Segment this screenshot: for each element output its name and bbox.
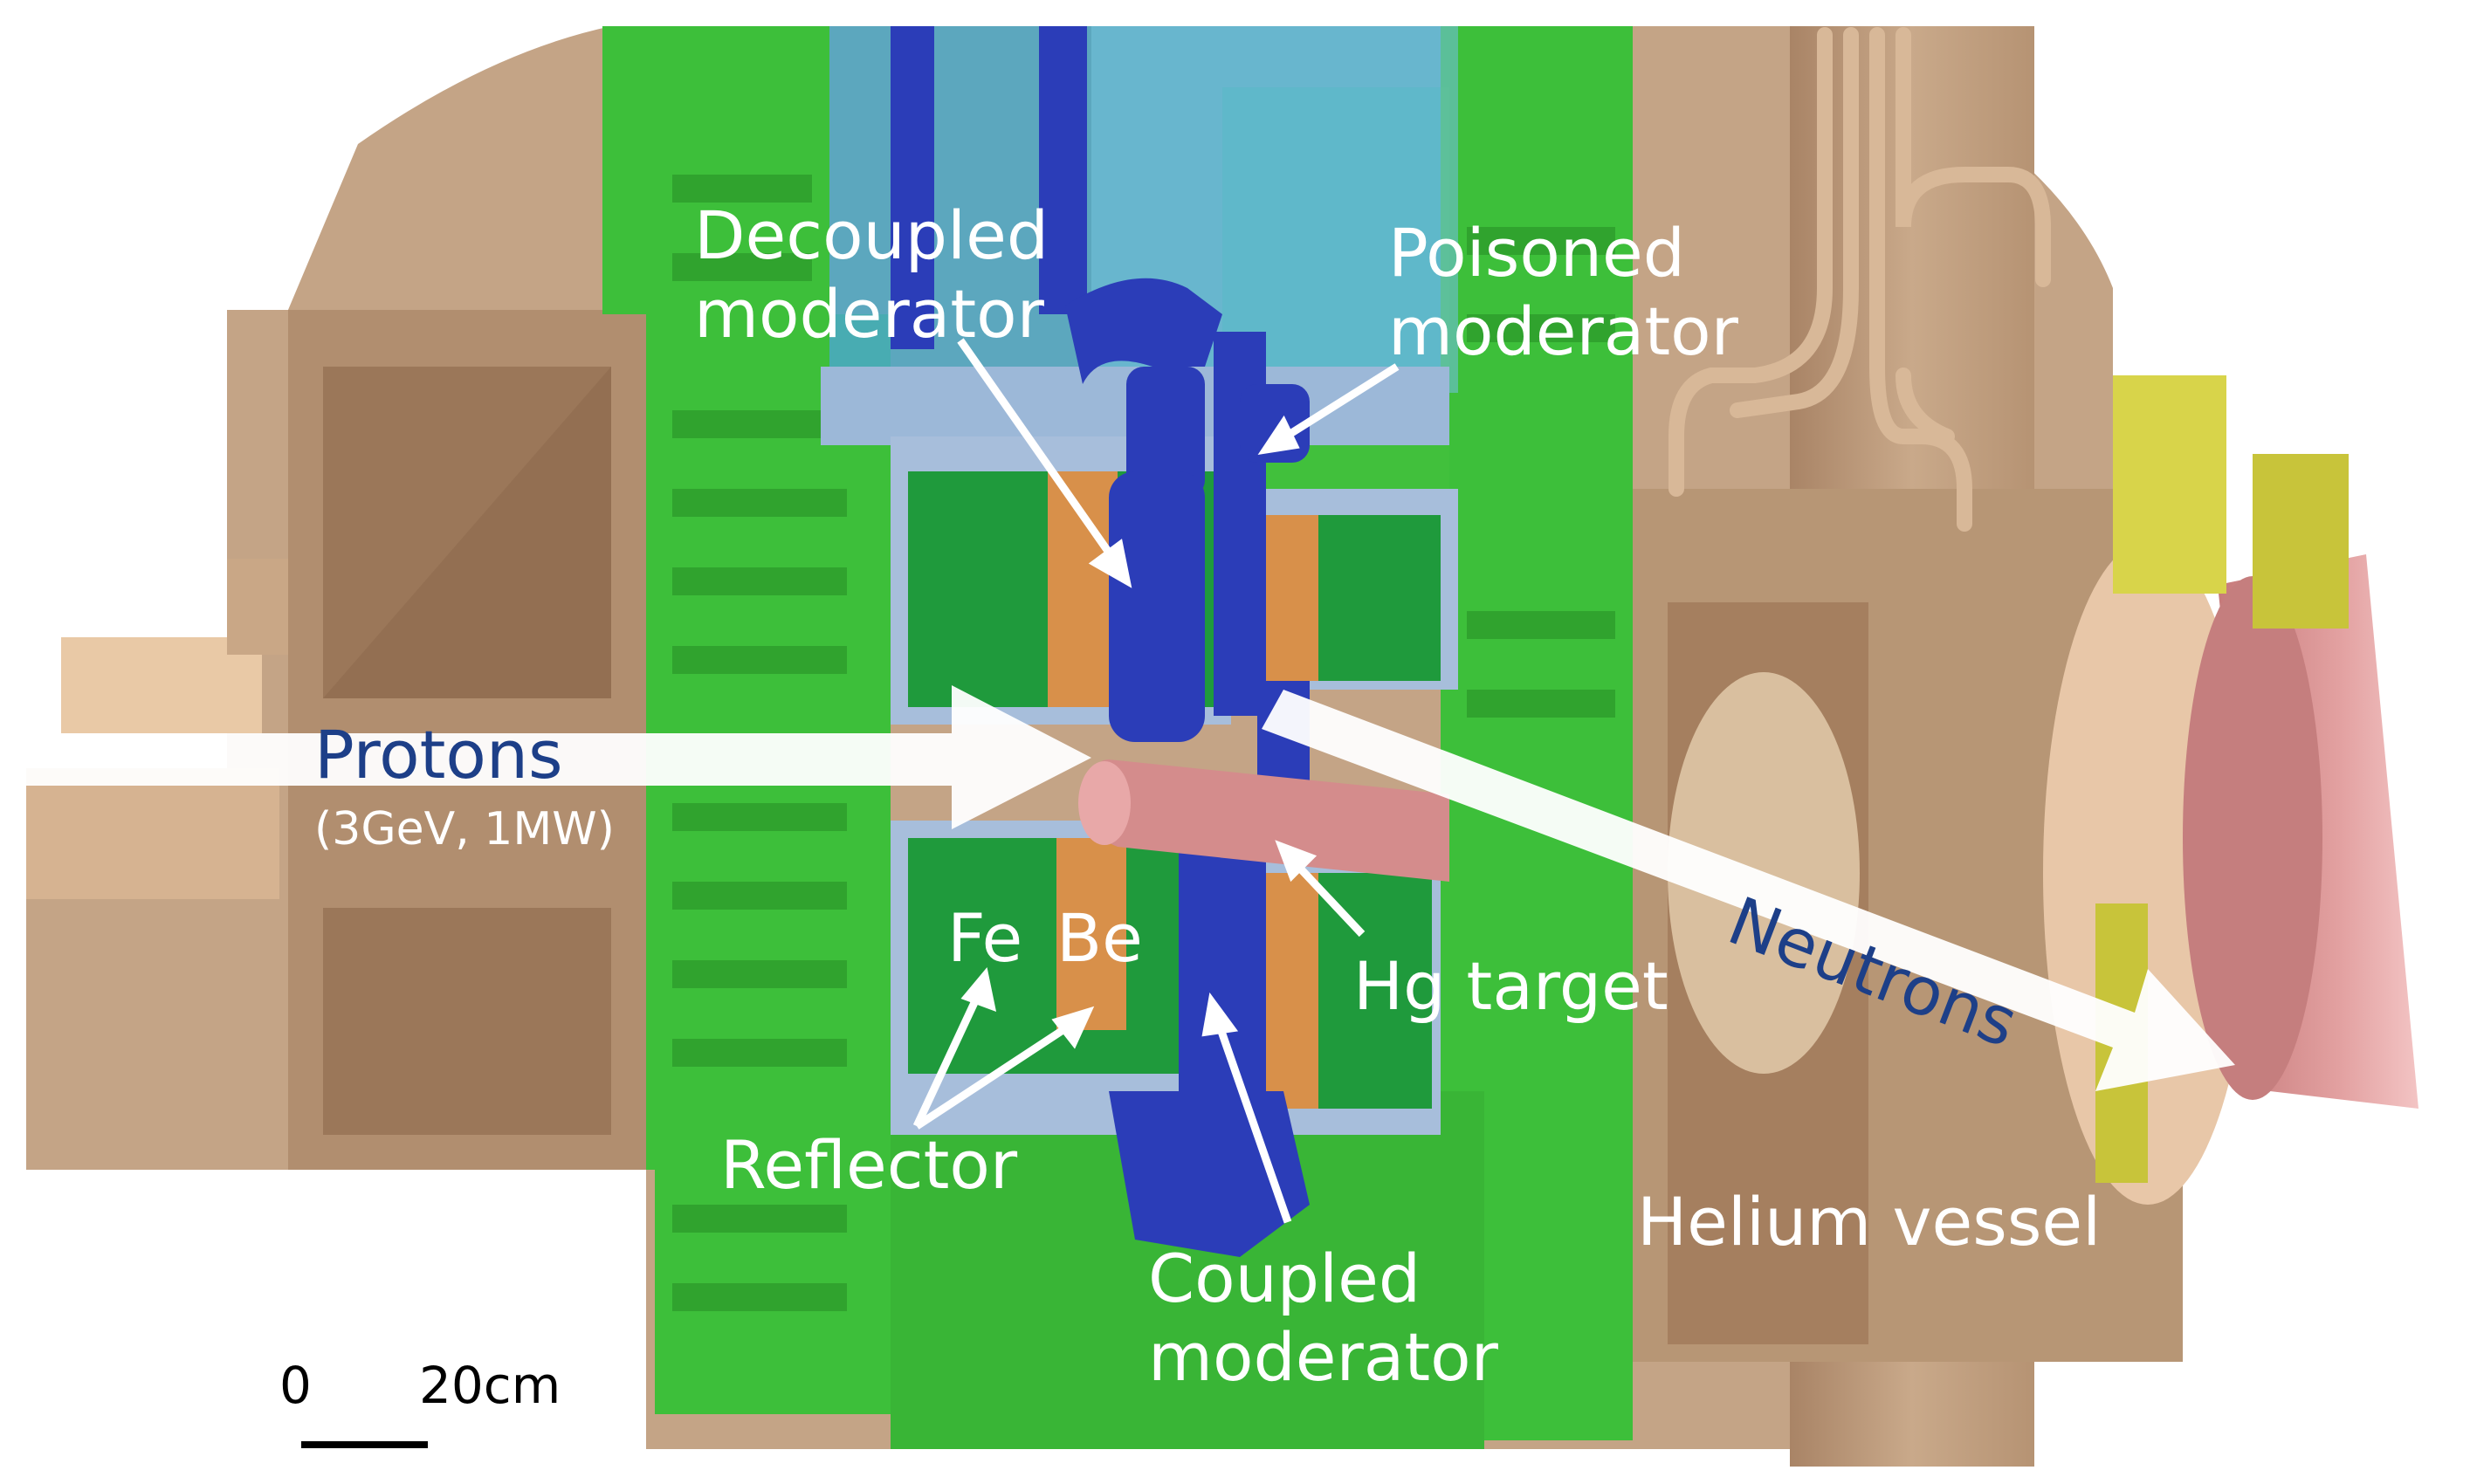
hg-target-shape: [1078, 759, 1449, 882]
label-poisoned: Poisoned moderator: [1388, 214, 1755, 371]
coolant-pipes: [1668, 27, 2051, 532]
coupled-moderator-label: Coupled moderator: [1148, 1240, 1498, 1396]
protons-label: Protons: [314, 716, 563, 794]
scale-end-label: 20cm: [419, 1356, 561, 1415]
scale-start-label: 0: [279, 1356, 312, 1415]
helium-vessel-label: Helium vessel: [1637, 1183, 2102, 1261]
be-label: Be: [1056, 899, 1143, 977]
hg-target-label: Hg target: [1353, 947, 1668, 1025]
fe-label: Fe: [947, 899, 1023, 977]
label-coupled: Coupled moderator: [1148, 1240, 1515, 1397]
protons-spec-label: (3GeV, 1MW): [314, 803, 615, 855]
poisoned-moderator-label: Poisoned moderator: [1388, 214, 1738, 370]
reflector-label: Reflector: [720, 1126, 1018, 1204]
proton-beam-arrow: [0, 685, 1091, 829]
decoupled-moderator-label: Decoupled moderator: [694, 196, 1049, 353]
label-decoupled: Decoupled moderator: [694, 196, 1061, 354]
moderator-assembly: [891, 26, 1310, 1257]
annotation-arrows: [912, 338, 1400, 1224]
neutron-beam-arrow: [1262, 690, 2235, 1091]
